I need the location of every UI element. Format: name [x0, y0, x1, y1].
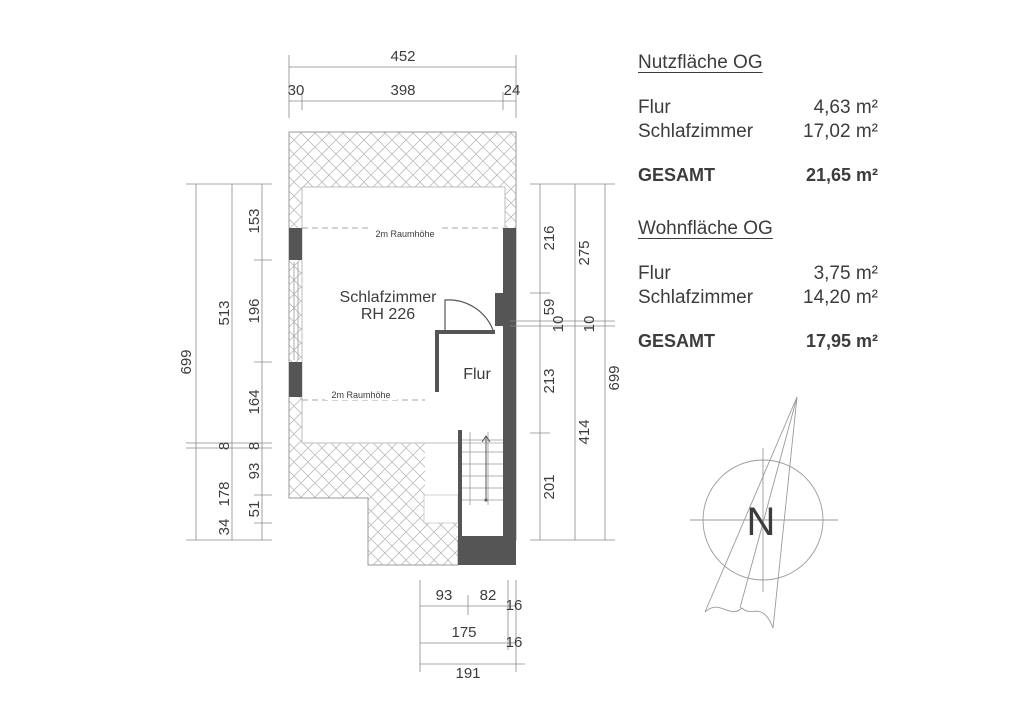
dim-left-8b: 8 — [246, 442, 263, 450]
height-line-top-label: 2m Raumhöhe — [375, 229, 434, 239]
nutz-total-value: 21,65 m² — [805, 165, 878, 185]
dim-top-total: 452 — [390, 48, 415, 65]
dimension-labels-bottom: 93 82 16 175 16 191 — [436, 587, 523, 682]
wohn-row-value: 3,75 m² — [813, 263, 878, 284]
dim-left-8a: 8 — [216, 442, 233, 450]
wohn-title: Wohnfläche OG — [638, 218, 773, 239]
nutz-total-label: GESAMT — [638, 165, 716, 185]
dim-bottom-16b: 16 — [506, 634, 523, 651]
structural-walls — [289, 228, 516, 565]
dim-top-left: 30 — [288, 82, 305, 99]
dimension-labels-left: 699 513 8 178 34 153 196 164 8 93 51 — [178, 208, 263, 535]
dimension-labels-top: 452 30 398 24 — [288, 48, 521, 99]
dimension-labels-right: 216 59 10 213 201 275 10 414 699 — [541, 225, 623, 499]
dim-right-59: 59 — [541, 299, 558, 316]
dim-bottom-191: 191 — [455, 665, 480, 682]
dim-left-51: 51 — [246, 501, 263, 518]
room-hall-name: Flur — [463, 366, 491, 383]
dim-bottom-175: 175 — [451, 624, 476, 641]
north-compass-icon: N — [690, 396, 838, 629]
height-line-bottom-label: 2m Raumhöhe — [331, 390, 390, 400]
dim-left-mid: 513 — [216, 300, 233, 325]
dim-right-216: 216 — [541, 225, 558, 250]
dim-left-196: 196 — [246, 298, 263, 323]
wohn-row-name: Flur — [638, 263, 671, 284]
dim-right-213: 213 — [541, 368, 558, 393]
wohn-row-name: Schlafzimmer — [638, 287, 754, 308]
dimension-lines — [186, 55, 615, 672]
dim-left-178: 178 — [216, 481, 233, 506]
stairs — [462, 432, 503, 505]
dim-left-153: 153 — [246, 208, 263, 233]
nutz-row-value: 4,63 m² — [813, 97, 878, 118]
nutz-title: Nutzfläche OG — [638, 52, 763, 73]
wohn-total: GESAMT 17,95 m² — [638, 329, 878, 353]
room-bedroom-name: Schlafzimmer — [340, 289, 438, 306]
window — [293, 262, 299, 360]
door-swing — [444, 299, 494, 331]
dim-top-mid: 398 — [390, 82, 415, 99]
nutz-row: Schlafzimmer 17,02 m² — [638, 120, 878, 144]
dim-bottom-16a: 16 — [506, 597, 523, 614]
dim-left-outer: 699 — [178, 349, 195, 374]
dim-right-414: 414 — [576, 419, 593, 444]
wohn-row-value: 14,20 m² — [803, 287, 878, 308]
dim-left-93: 93 — [246, 463, 263, 480]
dim-right-outer: 699 — [606, 365, 623, 390]
wohn-row: Flur 3,75 m² — [638, 262, 878, 286]
room-labels: Schlafzimmer RH 226 Flur 2m Raumhöhe 2m … — [325, 227, 491, 400]
dim-bottom-82: 82 — [480, 587, 497, 604]
area-summary: Nutzfläche OG Flur 4,63 m² Schlafzimmer … — [638, 50, 878, 353]
dim-right-201: 201 — [541, 474, 558, 499]
compass-label: N — [747, 500, 776, 544]
nutz-total: GESAMT 21,65 m² — [638, 163, 878, 187]
room-bedroom-height: RH 226 — [361, 306, 415, 323]
nutz-row-name: Flur — [638, 97, 671, 118]
nutz-row-value: 17,02 m² — [803, 121, 878, 142]
dim-left-34: 34 — [216, 519, 233, 536]
wohn-total-value: 17,95 m² — [805, 331, 878, 351]
dim-top-right: 24 — [504, 82, 521, 99]
wohn-row: Schlafzimmer 14,20 m² — [638, 286, 878, 310]
dim-right-10a: 10 — [550, 316, 567, 333]
wohn-total-label: GESAMT — [638, 331, 716, 351]
dim-right-275: 275 — [576, 240, 593, 265]
nutz-row-name: Schlafzimmer — [638, 121, 754, 142]
dim-bottom-93: 93 — [436, 587, 453, 604]
dim-right-10b: 10 — [581, 316, 598, 333]
dim-left-164: 164 — [246, 389, 263, 414]
nutz-row: Flur 4,63 m² — [638, 96, 878, 120]
